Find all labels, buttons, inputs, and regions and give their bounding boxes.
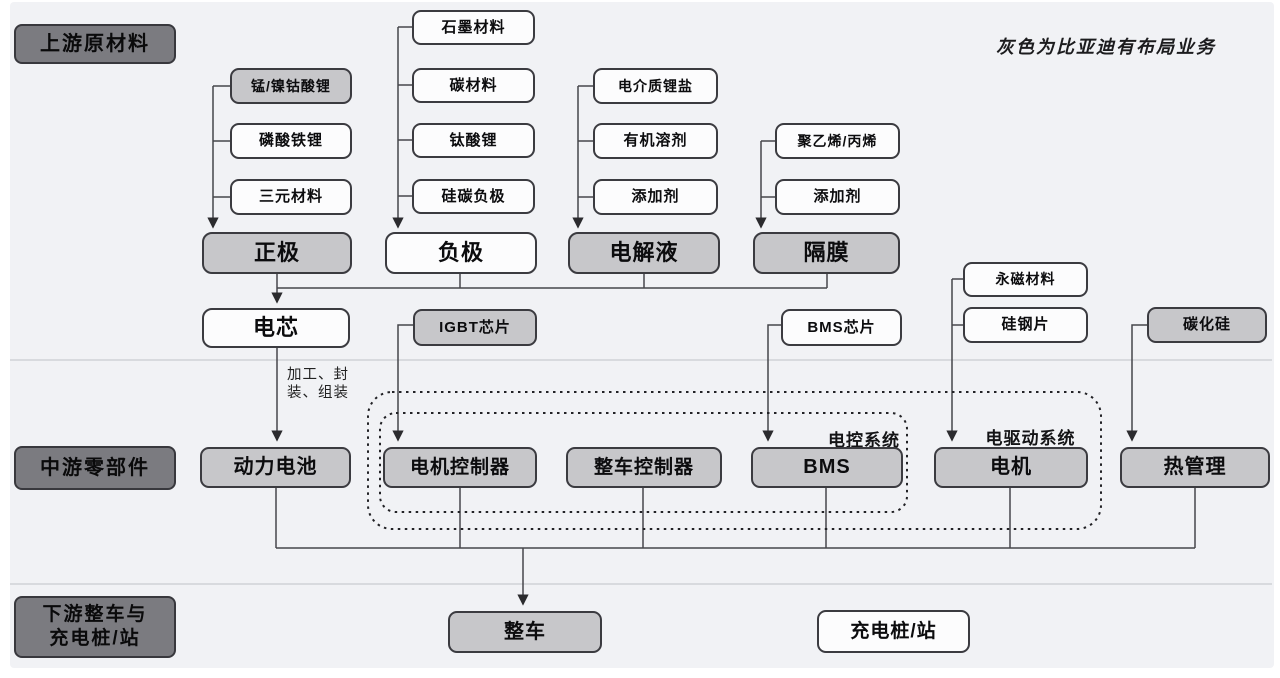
node-lfp: 磷酸铁锂 [230, 123, 352, 159]
node-motor: 电机 [934, 447, 1088, 488]
node-silicon-steel: 硅钢片 [963, 307, 1088, 343]
node-lto: 钛酸锂 [412, 123, 535, 158]
node-bms-chip: BMS芯片 [781, 309, 902, 346]
node-motor-controller: 电机控制器 [383, 447, 537, 488]
node-additive-electrolyte: 添加剂 [593, 179, 718, 215]
node-igbt-chip: IGBT芯片 [413, 309, 537, 346]
section-label-upstream: 上游原材料 [14, 24, 176, 64]
cropped-box-stub [84, 670, 112, 678]
node-battery-cell: 电芯 [202, 308, 350, 348]
node-bms: BMS [751, 447, 903, 488]
downstream-label-line2: 充电桩/站 [49, 628, 141, 649]
node-graphite: 石墨材料 [412, 10, 535, 45]
cropped-box-stub [486, 670, 526, 678]
node-vehicle-controller: 整车控制器 [566, 447, 722, 488]
node-power-battery: 动力电池 [200, 447, 351, 488]
cropped-box-stub [570, 670, 610, 678]
drive-system-label: 电驱动系统 [985, 429, 1076, 448]
node-mn-ni-cobalt-lithium: 锰/镍钴酸锂 [230, 68, 352, 104]
node-silicon-carbide: 碳化硅 [1147, 307, 1267, 343]
node-anode: 负极 [385, 232, 537, 274]
section-label-midstream: 中游零部件 [14, 446, 176, 490]
node-cathode: 正极 [202, 232, 352, 274]
node-ternary-material: 三元材料 [230, 179, 352, 215]
process-note-line2: 装、组装 [287, 385, 349, 402]
process-note: 加工、封 装、组装 [287, 366, 349, 402]
process-note-line1: 加工、封 [287, 367, 349, 383]
upstream-label-text: 上游原材料 [40, 32, 150, 55]
node-carbon-material: 碳材料 [412, 68, 535, 103]
node-thermal-management: 热管理 [1120, 447, 1270, 488]
section-label-downstream: 下游整车与 充电桩/站 [14, 596, 176, 658]
node-pe-pp: 聚乙烯/丙烯 [775, 123, 900, 159]
node-separator: 隔膜 [753, 232, 900, 274]
control-system-label: 电控系统 [828, 431, 900, 450]
node-silicon-carbon-anode: 硅碳负极 [412, 179, 535, 214]
node-permanent-magnet: 永磁材料 [963, 262, 1088, 297]
cropped-box-stub [652, 670, 698, 678]
node-organic-solvent: 有机溶剂 [593, 123, 718, 159]
node-electrolyte: 电解液 [568, 232, 720, 274]
midstream-label-text: 中游零部件 [40, 456, 150, 479]
downstream-label-line1: 下游整车与 [42, 604, 148, 626]
legend-note: 灰色为比亚迪有布局业务 [996, 37, 1216, 58]
node-additive-separator: 添加剂 [775, 179, 900, 215]
node-charging-pile-station: 充电桩/站 [817, 610, 970, 653]
node-lithium-salt: 电介质锂盐 [593, 68, 718, 104]
node-complete-vehicle: 整车 [448, 611, 602, 653]
